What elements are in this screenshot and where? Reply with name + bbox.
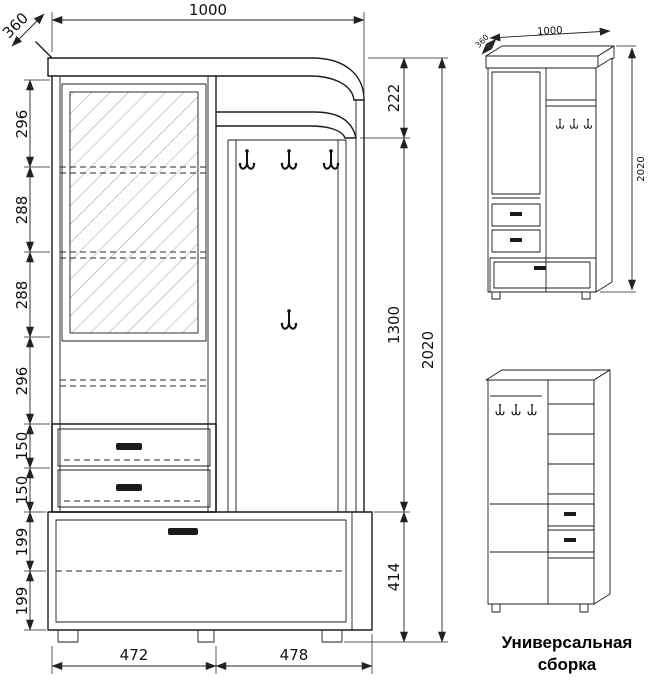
door-handle (168, 528, 198, 535)
coat-hook-icon (321, 148, 341, 170)
feet (57, 629, 343, 643)
dimension-annotations: 1000 360 296 288 288 2 (0, 1, 448, 674)
upper-right-shelf (215, 111, 357, 139)
caption-line1: Универсальная (502, 633, 633, 652)
dim-top-width: 1000 (51, 1, 365, 94)
dim-label-296-1: 296 (13, 110, 31, 139)
dim-label-199-2: 199 (13, 587, 31, 616)
bottom-cabinet (47, 511, 373, 631)
drawer-front (57, 428, 211, 467)
dim-label-222: 222 (385, 84, 403, 113)
dim-label-478: 478 (280, 646, 309, 664)
dim-left-chain: 296 288 288 296 150 150 199 199 (13, 79, 50, 631)
drawer-unit (51, 423, 217, 513)
inset-drawer-handle (564, 538, 576, 542)
inset-dim-label-2020: 2020 (636, 156, 647, 181)
drawer-handle (116, 443, 142, 450)
dim-label-depth-360: 360 (0, 9, 32, 42)
side-walls (51, 75, 365, 513)
coat-hooks (237, 148, 341, 330)
dim-label-199-1: 199 (13, 528, 31, 557)
inset-assembled-view-bottom (485, 369, 611, 613)
drawer-handle (116, 484, 142, 491)
mirror-panel (61, 83, 207, 342)
hidden-shelves (60, 166, 208, 387)
inset-assembled-view-top: 1000 360 2020 (474, 25, 647, 300)
dim-label-1300: 1300 (385, 306, 403, 344)
dim-bottom-chain: 472 478 (51, 634, 373, 674)
dim-label-150-1: 150 (13, 432, 31, 461)
inset-dim-label-1000: 1000 (537, 25, 563, 37)
coat-hook-icon (237, 148, 257, 170)
coat-hook-icon (279, 148, 299, 170)
mirror-hatch (69, 91, 199, 334)
dim-label-472: 472 (120, 646, 149, 664)
caption-line2: сборка (538, 655, 597, 674)
dim-label-414: 414 (385, 563, 403, 592)
inset-drawer-handle (510, 212, 522, 216)
dim-label-296-2: 296 (13, 367, 31, 396)
inset-drawer-handle (510, 238, 522, 242)
inset-door-handle (534, 266, 546, 270)
dim-label-288-1: 288 (13, 196, 31, 225)
drawer-front (57, 469, 211, 508)
coat-hook-icon (279, 308, 299, 330)
dim-total-height: 2020 (419, 57, 446, 643)
inset-mirror-hatch (491, 71, 541, 195)
inset-dimensions: 1000 360 2020 (474, 25, 647, 293)
main-front-view (35, 41, 373, 643)
coat-panel (227, 139, 347, 512)
canopy-shelf (35, 41, 365, 101)
dim-label-150-2: 150 (13, 476, 31, 505)
inset-drawer-handle (564, 512, 576, 516)
dim-label-288-2: 288 (13, 281, 31, 310)
dim-label-2020: 2020 (419, 331, 437, 369)
dim-top-depth: 360 (0, 9, 45, 47)
dim-right-chain: 222 1300 414 (344, 57, 448, 643)
dim-label-width-1000: 1000 (189, 1, 227, 19)
